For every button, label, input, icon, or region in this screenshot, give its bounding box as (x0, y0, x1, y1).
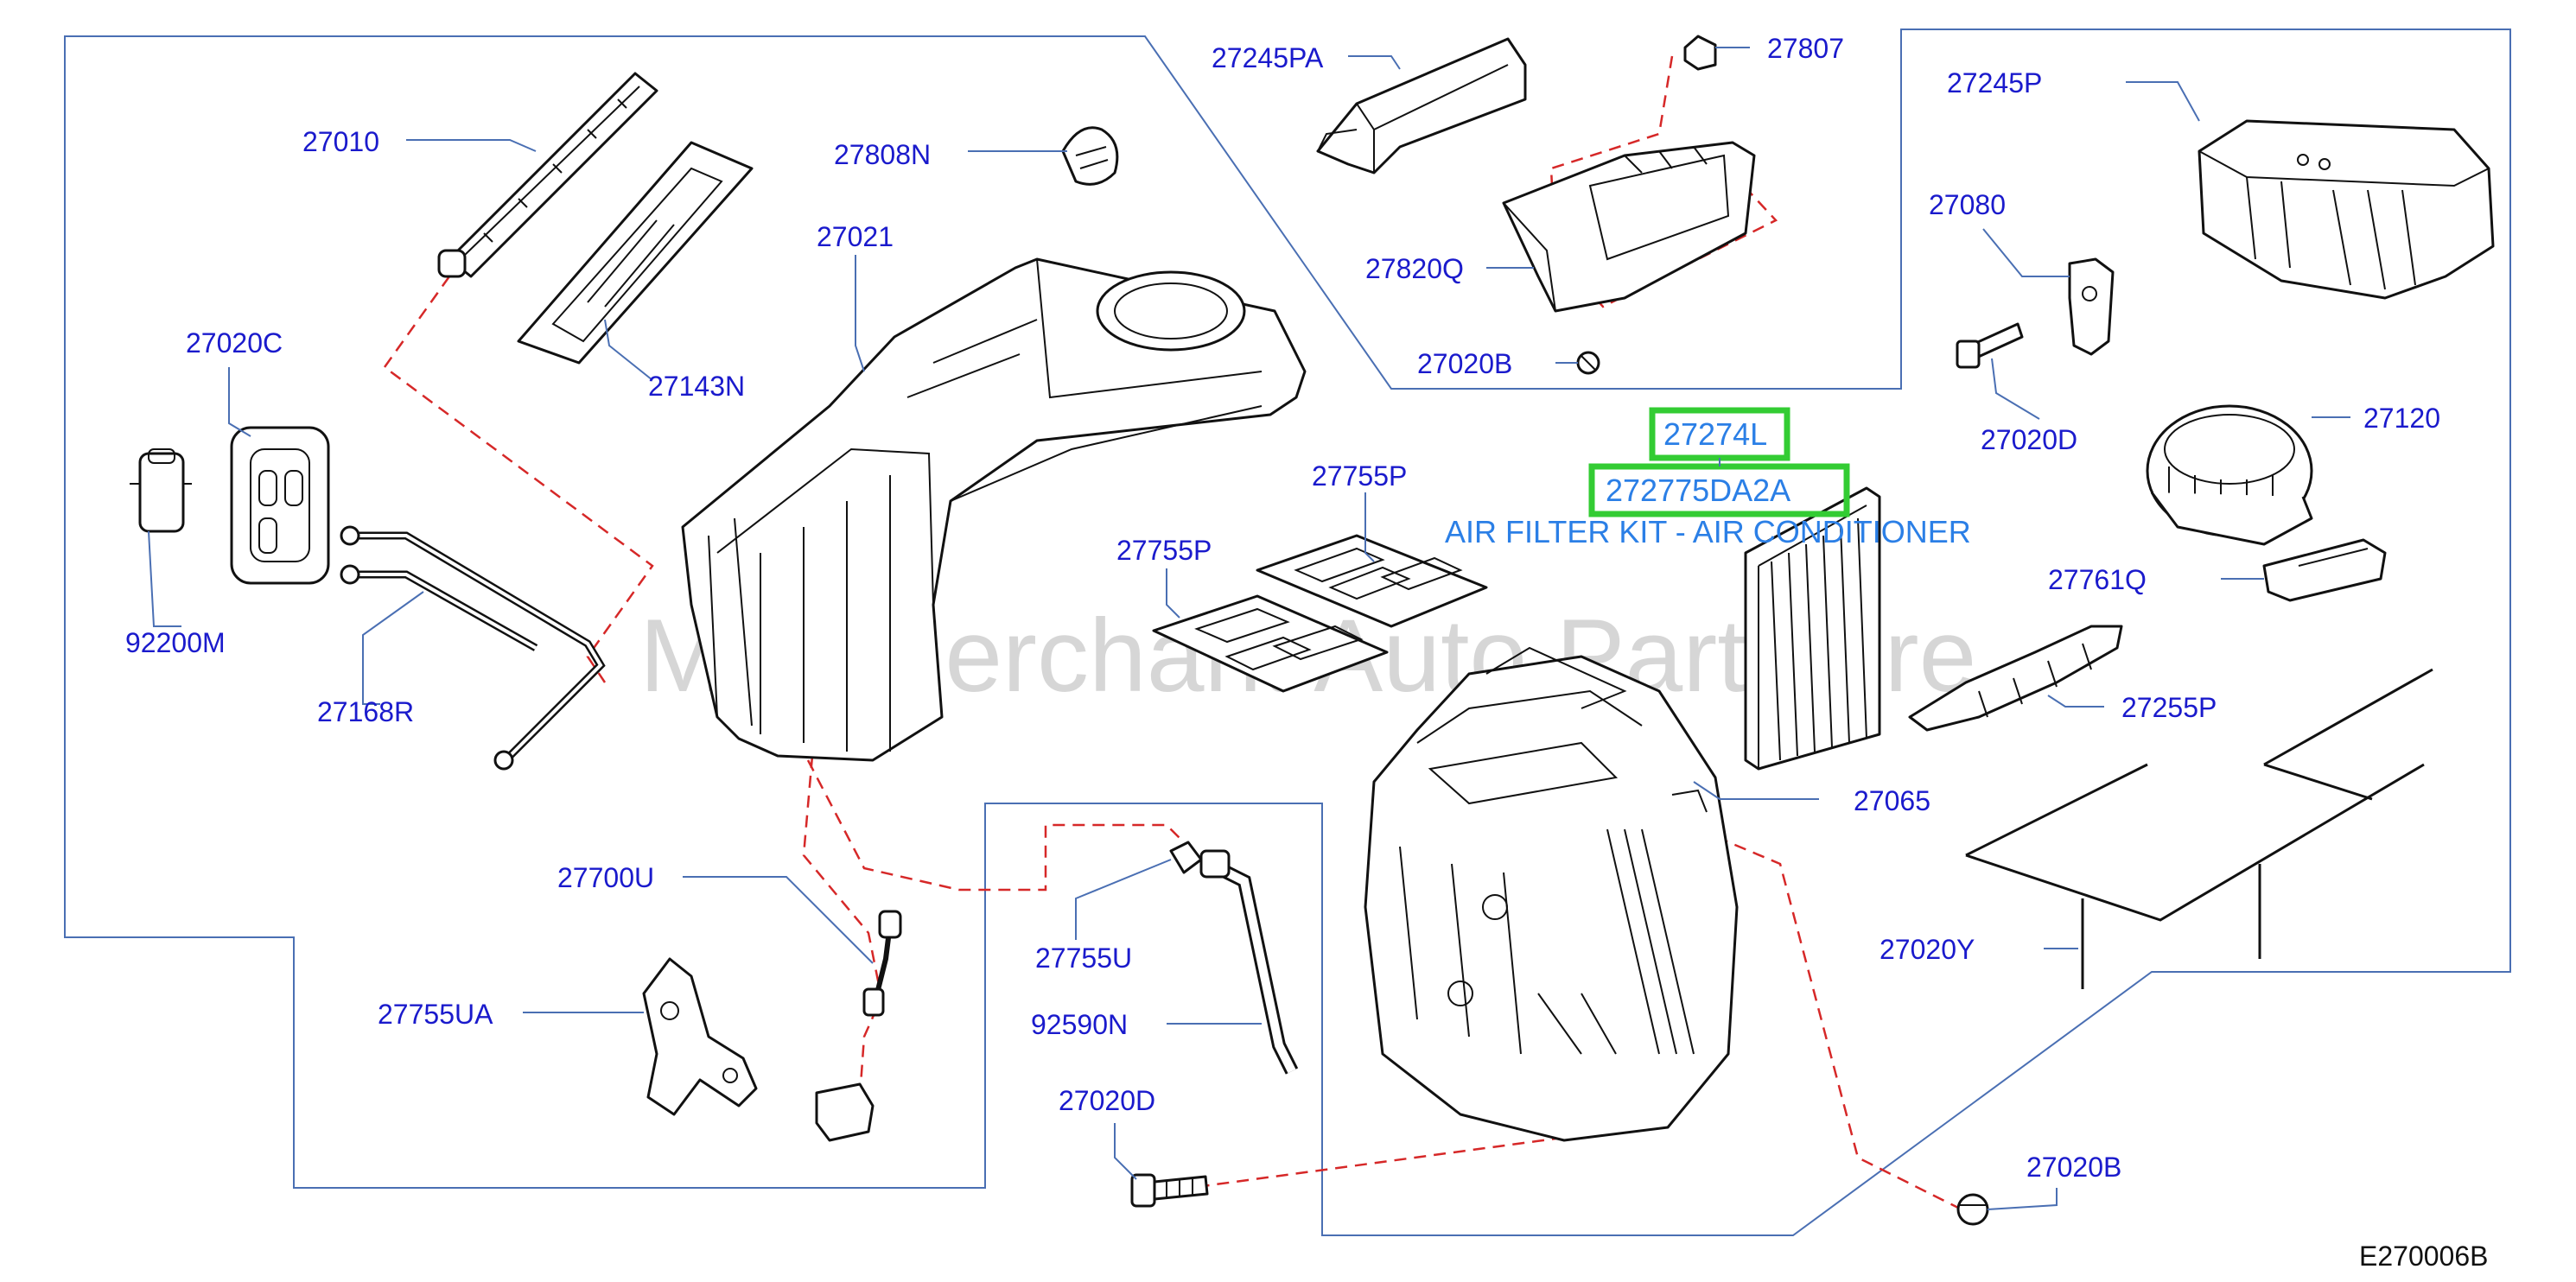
left-group-outline (64, 29, 2511, 1236)
sensor-icon (815, 910, 902, 1142)
part-label[interactable]: 27020D (1059, 1085, 1155, 1116)
intake-clip-icon (1683, 35, 1717, 71)
connector-bolt (1157, 1130, 1608, 1194)
frame-seal-icon (517, 141, 754, 365)
connector-drain (806, 759, 1185, 892)
evaporator-housing-icon (681, 257, 1307, 762)
intake-box-icon (1502, 141, 1756, 313)
part-drawings (130, 35, 2495, 1226)
part-label[interactable]: 92590N (1031, 1009, 1128, 1040)
part-label[interactable]: 27020Y (1880, 934, 1975, 965)
part-label[interactable]: 27755U (1035, 942, 1132, 974)
kit-highlight (1588, 407, 1850, 517)
part-label[interactable]: 27080 (1929, 189, 2006, 220)
part-label[interactable]: 27020C (186, 327, 283, 359)
clip-icon (130, 448, 192, 533)
part-label[interactable]: 27761Q (2048, 564, 2147, 595)
blower-motor-icon (2146, 404, 2313, 546)
part-label[interactable]: 27755P (1116, 535, 1212, 566)
part-label[interactable]: 27245P (1947, 67, 2042, 98)
kit-description: AIR FILTER KIT - AIR CONDITIONER (1445, 514, 1971, 549)
diagram-reference-code: E270006B (2359, 1241, 2488, 1272)
resistor-icon (2262, 538, 2387, 602)
side-duct-icon (1908, 625, 2123, 732)
part-label[interactable]: 27020D (1981, 424, 2077, 455)
part-label[interactable]: 27143N (648, 371, 745, 402)
leader-lines (148, 47, 2350, 1210)
cap-icon (1061, 126, 1119, 186)
part-label[interactable]: 27020B (2026, 1152, 2121, 1183)
region-outlines (64, 29, 2511, 1236)
part-label[interactable]: 27245PA (1212, 42, 1324, 73)
part-label[interactable]: 27255P (2121, 692, 2217, 723)
bolt-icon (1130, 1173, 1209, 1208)
connector-clip (1697, 828, 1962, 1211)
part-labels: 27010 27143N 27020C 92200M 27168R 27021 … (125, 33, 2440, 1183)
gasket-upper-icon (1256, 534, 1488, 628)
gasket-lower-icon (1152, 594, 1389, 693)
part-label[interactable]: 27700U (557, 862, 654, 893)
mounting-bracket-icon (642, 957, 758, 1116)
part-label[interactable]: 27010 (302, 126, 379, 157)
bracket-icon (2068, 257, 2115, 356)
push-clip-icon (1576, 351, 1600, 375)
drain-hose-icon (1199, 849, 1299, 1075)
part-label[interactable]: 27168R (317, 696, 414, 727)
insulator-mat-icon (1965, 668, 2433, 989)
connector-heater-core (383, 276, 654, 683)
intake-duct-icon (1316, 37, 1527, 175)
part-label[interactable]: 27755UA (378, 999, 493, 1030)
drain-seal-icon (1169, 841, 1203, 874)
blower-housing-icon (2198, 119, 2495, 300)
kit-code-1[interactable]: 27274L (1663, 416, 1767, 452)
heater-case-icon (1364, 646, 1739, 1142)
kit-code-2[interactable]: 272775DA2A (1606, 473, 1790, 508)
part-label[interactable]: 27020B (1417, 348, 1512, 379)
part-label[interactable]: 27120 (2363, 403, 2440, 434)
part-label[interactable]: 27808N (834, 139, 931, 170)
part-label[interactable]: 27820Q (1365, 253, 1464, 284)
part-label[interactable]: 27021 (817, 221, 894, 252)
part-label[interactable]: 92200M (125, 627, 226, 658)
grommet-icon (230, 426, 330, 585)
part-label[interactable]: 27755P (1312, 460, 1407, 492)
part-label[interactable]: 27807 (1767, 33, 1844, 64)
heater-core-icon (437, 72, 658, 278)
push-clip-bottom-icon (1956, 1193, 1989, 1226)
connector-sensor (802, 755, 883, 1098)
evaporator-pipe-icon (340, 525, 606, 771)
screw-icon (1956, 322, 2024, 369)
part-label[interactable]: 27065 (1854, 785, 1930, 816)
